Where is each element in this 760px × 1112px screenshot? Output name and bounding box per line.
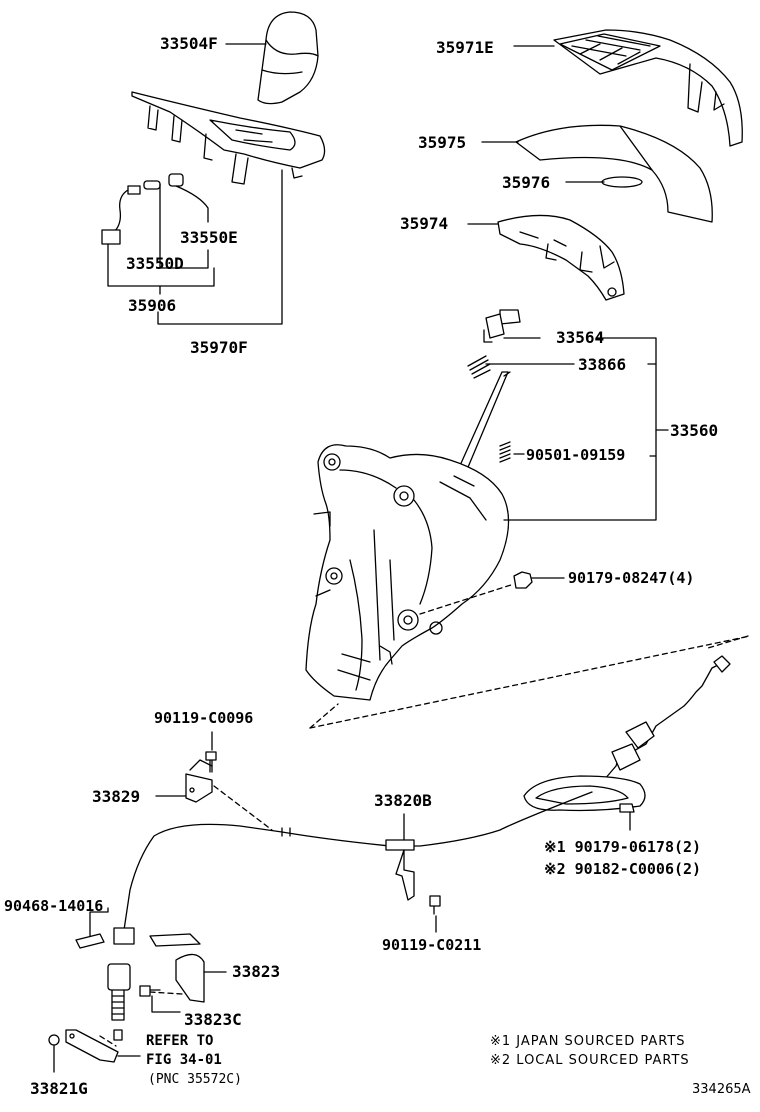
indicator-housing-drawing [497,214,625,301]
label-35974[interactable]: 35974 [400,214,449,233]
label-33550e[interactable]: 33550E [180,228,238,247]
reference-line-2: FIG 34-01 [146,1052,222,1068]
slide-plate-drawing [515,124,713,223]
nut-90179-06178-drawing [619,803,635,813]
spring-90501-drawing [499,441,511,463]
label-90119-c0211[interactable]: 90119-C0211 [382,936,482,954]
label-90119-c0096[interactable]: 90119-C0096 [154,709,254,727]
indicator-bezel-drawing [131,91,326,185]
label-90468-14016[interactable]: 90468-14016 [4,897,104,915]
link-33821g-drawing [48,1029,119,1063]
label-33504f[interactable]: 33504F [160,34,218,53]
spring-33866-drawing [467,355,491,379]
label-90182-c0006[interactable]: ※2 90182-C0006(2) [544,860,702,878]
bolt-33823c-drawing [139,985,161,997]
label-33820b[interactable]: 33820B [374,791,432,810]
label-33829[interactable]: 33829 [92,787,141,806]
bolt-90119-c0096-drawing [205,751,217,773]
lever-cover-drawing [553,29,743,147]
dashed-reference-lines [99,583,751,1047]
bulb-socket-drawing [101,173,184,245]
label-35971e[interactable]: 35971E [436,38,494,57]
label-33560[interactable]: 33560 [670,421,719,440]
reference-line-3: (PNC 35572C) [148,1072,242,1087]
bolt-90119-c0211-drawing [429,895,441,915]
reference-line-1: REFER TO [146,1033,214,1049]
shift-lever-assembly-drawing [305,371,511,701]
leader-lines [53,43,669,1073]
nut-drawing [513,571,533,589]
note-local-sourced: ※2 LOCAL SOURCED PARTS [490,1053,690,1068]
label-33550d[interactable]: 33550D [126,254,184,273]
shift-knob-drawing [257,11,319,105]
label-35976[interactable]: 35976 [502,173,551,192]
label-33823c[interactable]: 33823C [184,1010,242,1029]
clip-drawing [75,933,105,949]
label-90179-06178[interactable]: ※1 90179-06178(2) [544,838,702,856]
label-35970f[interactable]: 35970F [190,338,248,357]
label-90179-08247[interactable]: 90179-08247(4) [568,569,695,587]
label-33866[interactable]: 33866 [578,355,627,374]
label-33821g[interactable]: 33821G [30,1079,88,1098]
figure-code: 334265A [692,1082,751,1097]
label-33564[interactable]: 33564 [556,328,605,347]
note-japan-sourced: ※1 JAPAN SOURCED PARTS [490,1034,686,1049]
label-33823[interactable]: 33823 [232,962,281,981]
washer-drawing [601,176,643,188]
control-cable-drawing [107,655,731,1041]
solenoid-drawing [483,309,521,343]
bracket-33829-drawing [185,759,213,803]
label-35906[interactable]: 35906 [128,296,177,315]
label-35975[interactable]: 35975 [418,133,467,152]
label-90501-09159[interactable]: 90501-09159 [526,446,626,464]
bracket-33823-drawing [149,933,205,1003]
